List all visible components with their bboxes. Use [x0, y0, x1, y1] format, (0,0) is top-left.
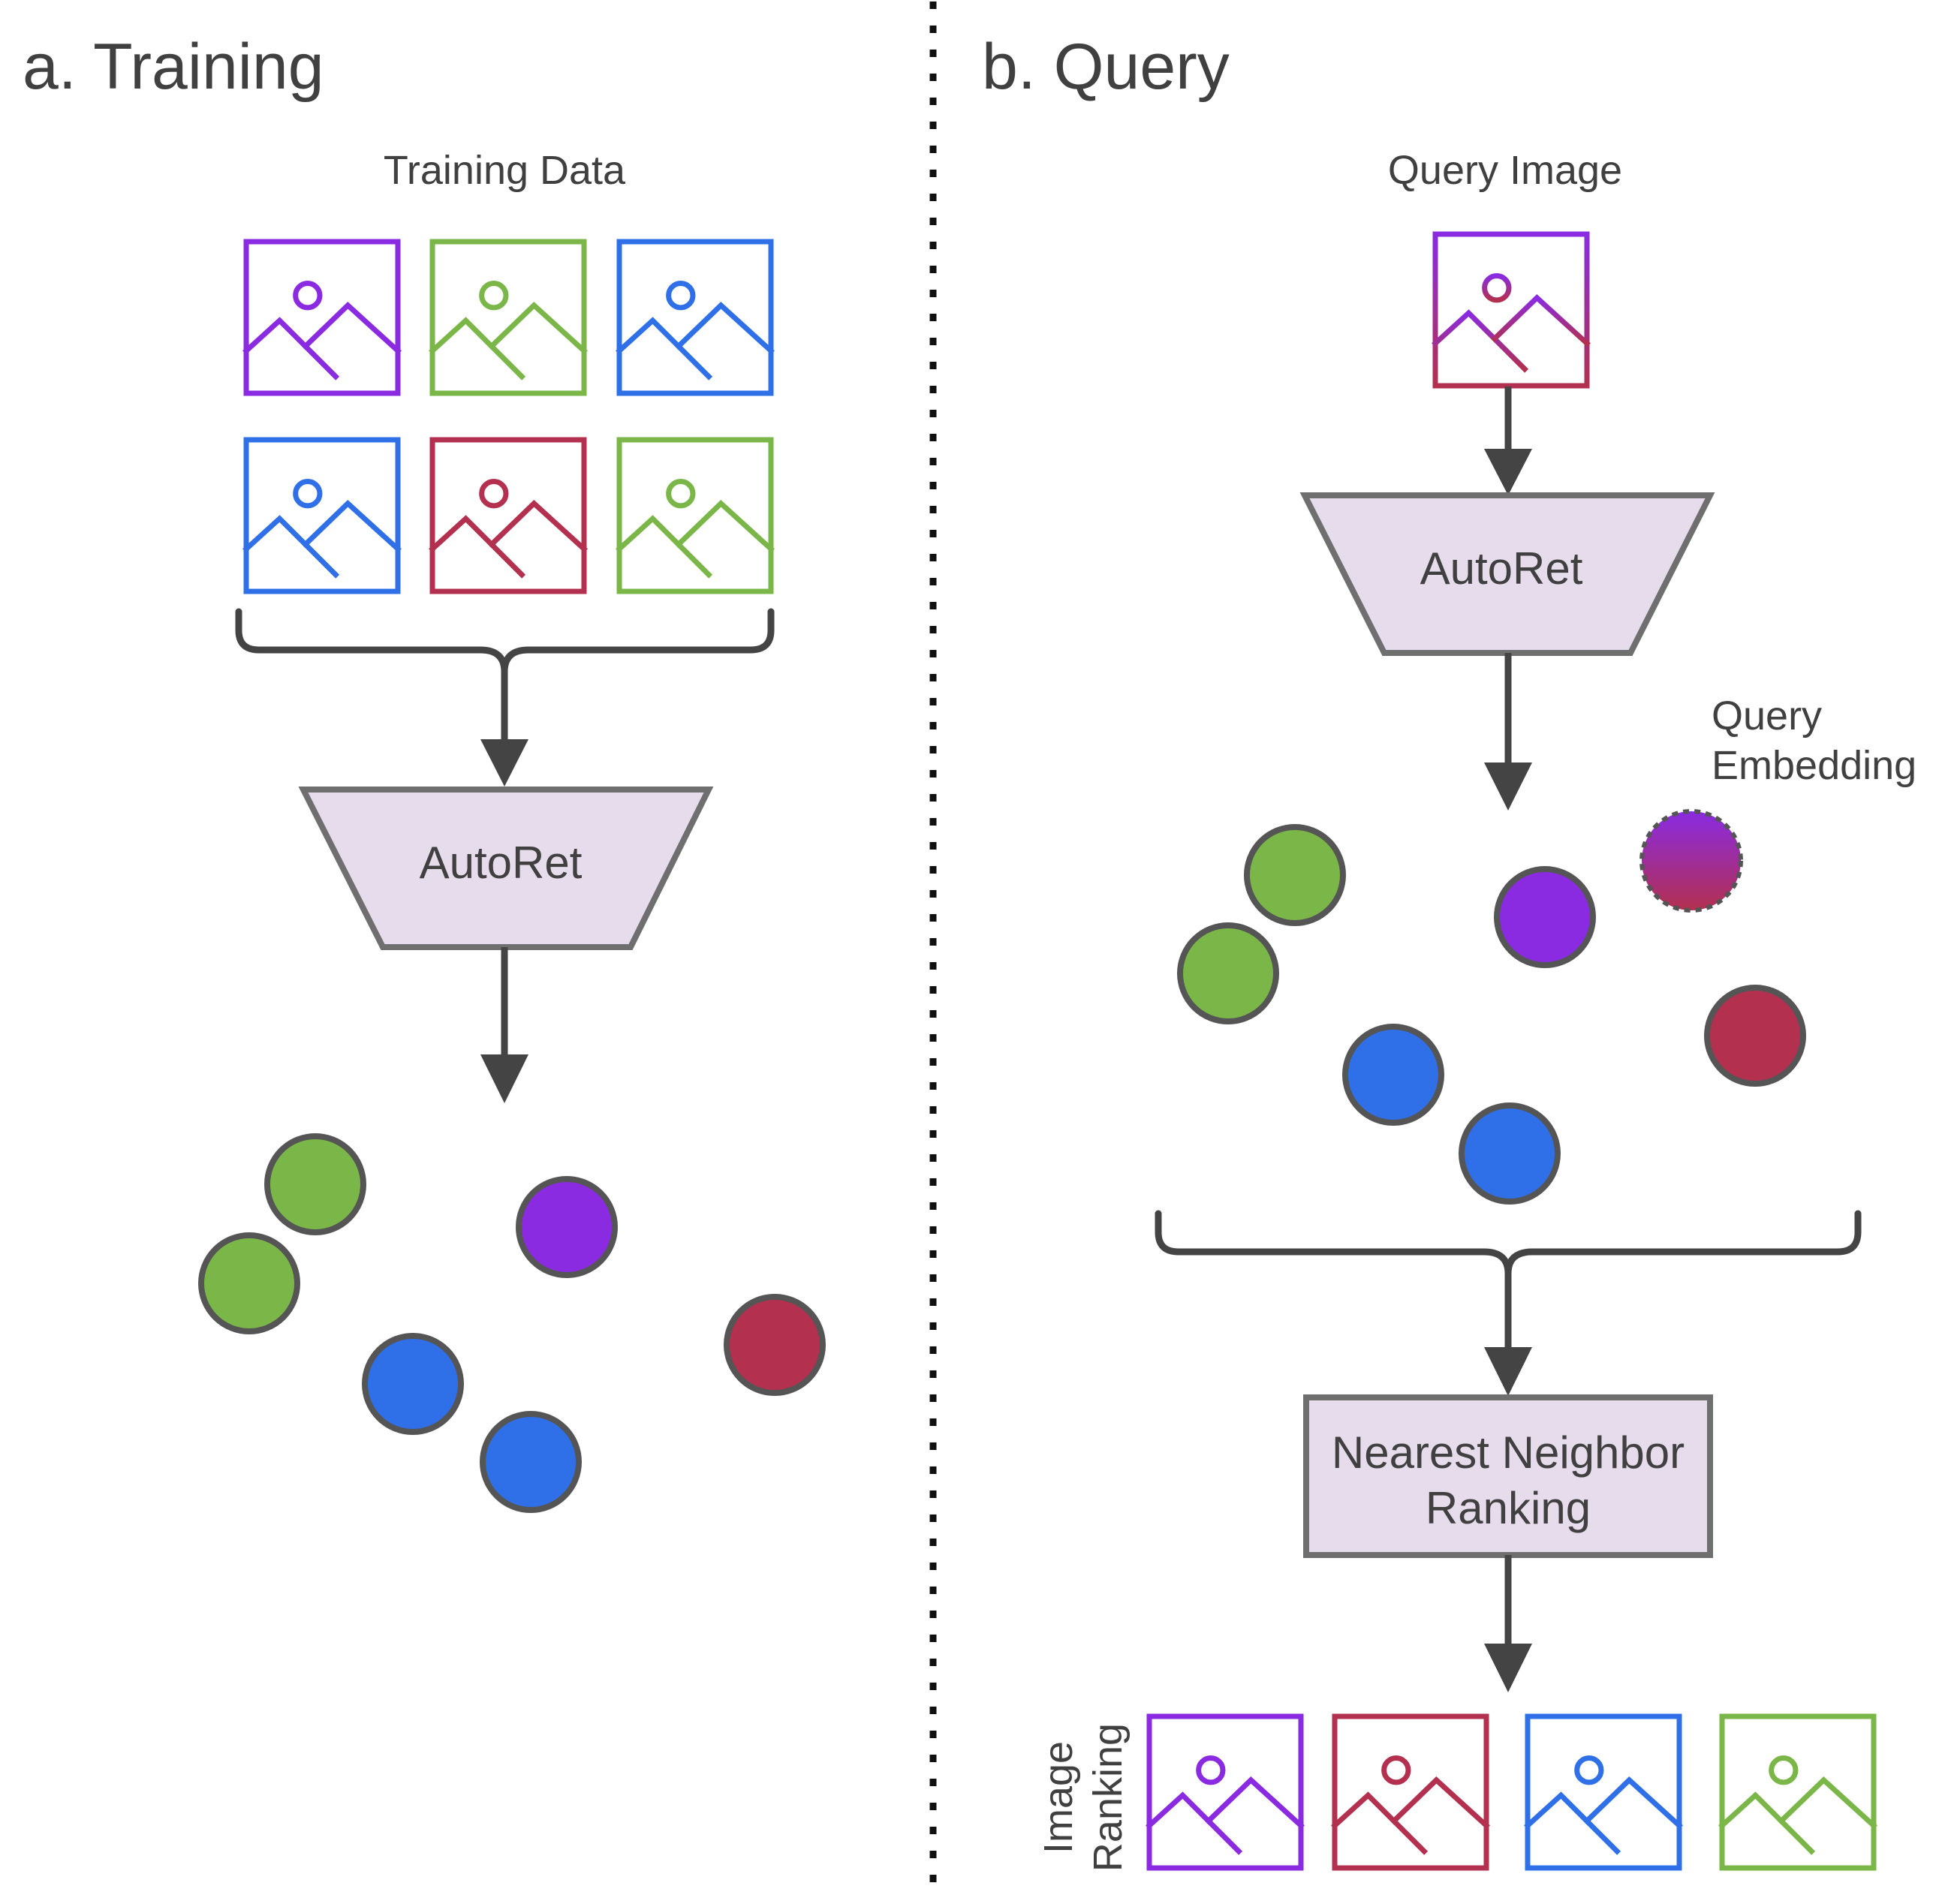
training-arrow-to-model-head: [480, 739, 528, 787]
embedding-crimson: [1704, 985, 1806, 1087]
query-embedding-label-line2: Embedding: [1712, 743, 1916, 788]
embedding-purple: [1494, 866, 1596, 968]
image-sun-icon: [666, 281, 696, 311]
training-image-blue: [616, 239, 775, 396]
training-autoret-encoder: [298, 787, 714, 950]
image-mountain-icon: [487, 500, 588, 553]
image-sun-icon: [479, 281, 509, 311]
training-embedding-space: [198, 1133, 826, 1513]
embedding-purple: [516, 1176, 618, 1278]
image-ranking-label-line2: Ranking: [1085, 1723, 1131, 1872]
image-mountain-icon: [1524, 1791, 1621, 1855]
image-mountain-icon: [616, 515, 713, 579]
image-mountain-icon: [1432, 309, 1529, 373]
query-image: [1432, 231, 1591, 389]
training-panel-title: a. Training: [23, 31, 324, 103]
query-arrow-to-ranking-head: [1484, 1347, 1532, 1396]
training-image-purple: [242, 239, 402, 396]
image-frame: [1719, 1713, 1877, 1871]
image-mountain-icon: [487, 302, 588, 355]
query-autoret-label: AutoRet: [1420, 543, 1583, 594]
image-mountain-icon: [1204, 1776, 1305, 1830]
ranked-image-3-blue: [1524, 1713, 1683, 1871]
image-ranking-label-line1: Image: [1036, 1741, 1081, 1854]
image-mountain-icon: [674, 302, 775, 355]
query-embedding-dot: [1639, 809, 1743, 913]
ranking-box-line1: Nearest Neighbor: [1332, 1427, 1685, 1478]
embedding-blue: [1342, 1024, 1444, 1126]
ranked-images-row: [1146, 1713, 1877, 1871]
embedding-blue: [362, 1333, 464, 1435]
image-frame: [1332, 1713, 1489, 1871]
embedding-blue-2: [1459, 1102, 1561, 1205]
image-mountain-icon: [1331, 1791, 1429, 1855]
ranking-box-line2: Ranking: [1426, 1483, 1591, 1533]
query-embedding-space: [1177, 824, 1806, 1205]
image-frame: [429, 437, 587, 594]
query-arrow-to-model-head: [1484, 449, 1532, 495]
query-embedding-label-line1: Query: [1712, 693, 1822, 738]
query-autoret-encoder: [1299, 492, 1715, 656]
image-mountain-icon: [1718, 1791, 1816, 1855]
image-mountain-icon: [1490, 294, 1591, 347]
image-frame: [1432, 231, 1590, 389]
image-mountain-icon: [301, 302, 402, 355]
image-frame: [429, 239, 587, 396]
image-mountain-icon: [616, 317, 713, 380]
query-arrow-to-embeddings-head: [1484, 763, 1532, 811]
image-frame: [243, 239, 401, 396]
query-image-label: Query Image: [1388, 148, 1622, 193]
image-mountain-icon: [1582, 1776, 1683, 1830]
image-mountain-icon: [1146, 1791, 1243, 1855]
image-mountain-icon: [1390, 1776, 1490, 1830]
training-autoret-label: AutoRet: [420, 838, 583, 888]
image-frame: [1525, 1713, 1682, 1871]
training-data-label: Training Data: [384, 148, 626, 193]
image-frame: [1146, 1713, 1304, 1871]
image-mountain-icon: [674, 500, 775, 553]
image-sun-icon: [1769, 1755, 1799, 1785]
embedding-crimson: [724, 1294, 826, 1396]
image-mountain-icon: [242, 317, 340, 380]
image-sun-icon: [1574, 1755, 1604, 1785]
embedding-green-2: [198, 1232, 300, 1334]
image-frame: [616, 437, 774, 594]
training-image-green-2: [616, 437, 775, 594]
training-data-grid: [242, 239, 775, 594]
embedding-green: [264, 1133, 366, 1235]
image-frame: [616, 239, 774, 396]
training-image-blue-2: [242, 437, 402, 594]
image-sun-icon: [666, 479, 696, 509]
training-image-green: [429, 239, 588, 396]
image-mountain-icon: [429, 515, 526, 579]
image-mountain-icon: [301, 500, 402, 553]
image-frame: [243, 437, 401, 594]
embedding-blue-2: [480, 1411, 582, 1513]
embedding-green: [1244, 824, 1346, 926]
image-sun-icon: [1381, 1755, 1411, 1785]
image-sun-icon: [293, 281, 323, 311]
image-sun-icon: [1482, 273, 1512, 303]
image-sun-icon: [479, 479, 509, 509]
training-arrow-to-embeddings-head: [480, 1054, 528, 1103]
image-ranking-label: Image Ranking: [1036, 1723, 1131, 1872]
ranked-image-4-green: [1718, 1713, 1877, 1871]
image-sun-icon: [293, 479, 323, 509]
training-image-crimson: [429, 437, 588, 594]
image-mountain-icon: [429, 317, 526, 380]
ranked-image-1-purple: [1146, 1713, 1305, 1871]
embedding-green-2: [1177, 922, 1279, 1024]
ranking-arrow-to-results-head: [1484, 1644, 1532, 1692]
nearest-neighbor-ranking-box: [1303, 1394, 1713, 1558]
query-image-icon: [1432, 231, 1591, 389]
query-panel-title: b. Query: [982, 31, 1230, 103]
ranked-image-2-crimson: [1331, 1713, 1490, 1871]
image-sun-icon: [1196, 1755, 1226, 1785]
image-mountain-icon: [1777, 1776, 1877, 1830]
image-mountain-icon: [242, 515, 340, 579]
